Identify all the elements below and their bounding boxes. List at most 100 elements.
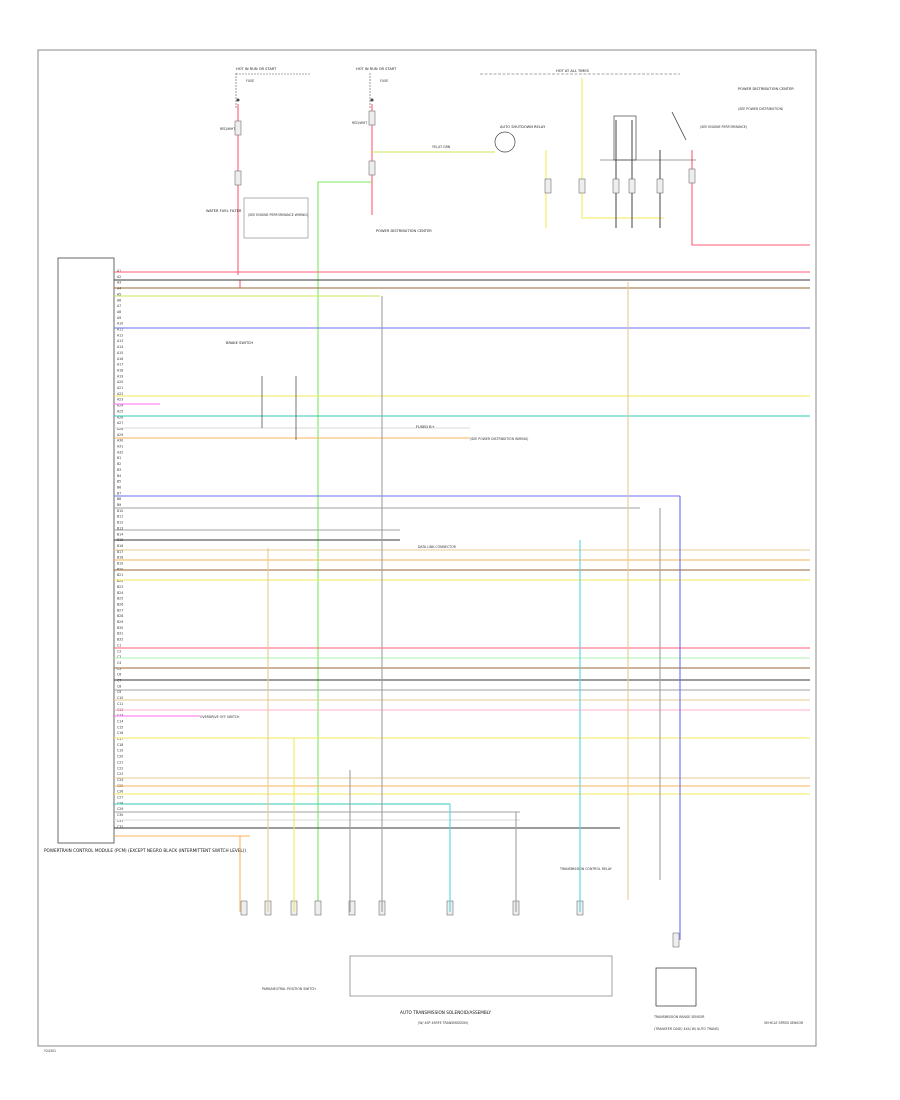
pcm-pin-label: B9 — [117, 503, 121, 507]
pcm-pin-label: B13 — [117, 526, 123, 530]
pcm-pin-label: A24 — [117, 404, 123, 408]
pcm-pin-label: B25 — [117, 597, 123, 601]
connector-pin — [628, 178, 636, 194]
pcm-pin-label: B30 — [117, 626, 123, 630]
pcm-pin-label: A27 — [117, 421, 123, 425]
pcm-pin-label: A17 — [117, 363, 123, 367]
pcm-pin-label: A9 — [117, 316, 121, 320]
fuse-left-label: HOT IN RUN OR START — [236, 67, 277, 71]
pcm-pin-label: B3 — [117, 468, 121, 472]
pcm-pin-label: C11 — [117, 702, 123, 706]
pcm-pin-label: B2 — [117, 462, 121, 466]
pcm-pin-label: C31 — [117, 819, 123, 823]
pcm-pin-label: B7 — [117, 491, 121, 495]
pcm-pin-label: A3 — [117, 281, 121, 285]
pcm-pin-label: B18 — [117, 556, 123, 560]
pcm-pin-label: C27 — [117, 796, 123, 800]
connector-pins — [234, 110, 696, 948]
pcm-pin-label: B16 — [117, 544, 123, 548]
trans-relay-label: TRANSMISSION CONTROL RELAY — [559, 867, 612, 871]
pcm-pin-label: A10 — [117, 322, 123, 326]
pcm-pin-label: B26 — [117, 602, 123, 606]
wire-label-ygrn: YEL/LT GRN — [432, 145, 451, 149]
pcm-pin-label: B12 — [117, 521, 123, 525]
pcm-pin-label: B20 — [117, 567, 123, 571]
pcm-pin-label: A2 — [117, 275, 121, 279]
pcm-pin-label: C28 — [117, 801, 123, 805]
pcm-pin-label: B1 — [117, 456, 121, 460]
fuse-right-label-b: (SEE POWER DISTRIBUTION) — [738, 107, 783, 111]
connector-pin — [234, 120, 242, 136]
pcm-pin-labels: A1A2A3A4A5A6A7A8A9A10A11A12A13A14A15A16A… — [117, 269, 123, 829]
pcm-pin-label: A7 — [117, 304, 121, 308]
vertical-feed-wires — [237, 78, 810, 912]
pcm-pin-label: B23 — [117, 585, 123, 589]
fuse-mid-sub: FUSE — [380, 79, 388, 83]
trans-range-sub: (TRANSFER CASE/ 4X4/ W/ AUTO TRANS) — [654, 1027, 719, 1031]
pcm-pin-label: A29 — [117, 433, 123, 437]
pcm-pin-label: C5 — [117, 667, 121, 671]
pcm-pin-label: C22 — [117, 766, 123, 770]
pcm-pin-label: A28 — [117, 427, 123, 431]
overdrive-label: OVERDRIVE OFF SWITCH — [200, 715, 240, 719]
pcm-pin-label: B29 — [117, 620, 123, 624]
pcm-pin-label: B5 — [117, 480, 121, 484]
pcm-pin-label: B19 — [117, 562, 123, 566]
fuse-left: HOT IN RUN OR START FUSE — [235, 67, 310, 108]
pcm-pin-label: C4 — [117, 661, 121, 665]
pcm-pin-label: A22 — [117, 392, 123, 396]
pcm-pin-label: C23 — [117, 772, 123, 776]
pcm-pin-label: A1 — [117, 269, 121, 273]
pcm-pin-label: C21 — [117, 760, 123, 764]
pcm-pin-label: C16 — [117, 731, 123, 735]
pcm-pin-label: C19 — [117, 749, 123, 753]
diagram-frame — [37, 49, 817, 1047]
pcm-pin-label: B10 — [117, 509, 123, 513]
auto-shutdown-relay: AUTO SHUTDOWN RELAY (SEE ENGINE PERFORMA… — [494, 111, 747, 161]
wire-label-mid: RED/WHT — [352, 121, 367, 125]
pcm-pin-label: C2 — [117, 649, 121, 653]
pcm-pin-label: C29 — [117, 807, 123, 811]
pcm-pin-label: B21 — [117, 573, 123, 577]
pcm-pin-label: B32 — [117, 638, 123, 642]
relay-sub: (SEE ENGINE PERFORMANCE) — [700, 125, 747, 129]
connector-pin — [368, 160, 376, 176]
pcm-pin-label: C8 — [117, 684, 121, 688]
pcm-pin-label: A8 — [117, 310, 121, 314]
pcm-pin-label: B14 — [117, 532, 123, 536]
sensor-main-sub: (W/ 4SP 45RFE TRANSMISSION) — [418, 1021, 468, 1025]
connector-pin — [578, 178, 586, 194]
connector-pin — [240, 900, 248, 916]
pcm-pin-label: C10 — [117, 696, 123, 700]
pcm-pin-label: B17 — [117, 550, 123, 554]
hot-at-all-times: HOT AT ALL TIMES — [480, 69, 680, 75]
connector-pin — [688, 168, 696, 184]
connector-pin — [544, 178, 552, 194]
junction-label: DATA LINK CONNECTOR — [418, 545, 457, 549]
pcm-pin-label: C6 — [117, 673, 121, 677]
pcm-pin-label: A6 — [117, 298, 121, 302]
pcm-pin-label: A13 — [117, 339, 123, 343]
pcm-pin-label: A12 — [117, 333, 123, 337]
pcm-pin-label: A30 — [117, 439, 123, 443]
connector-pin — [672, 932, 680, 948]
pcm-pin-label: B22 — [117, 579, 123, 583]
pcm-pin-label: C26 — [117, 790, 123, 794]
trans-range-label: TRANSMISSION RANGE SENSOR — [653, 1015, 705, 1019]
fuse-mid: HOT IN RUN OR START FUSE — [356, 67, 397, 108]
pcm-pin-label: A19 — [117, 374, 123, 378]
pcm-pin-label: B28 — [117, 614, 123, 618]
pcm-pin-label: B24 — [117, 591, 123, 595]
wire-label-left: RED/WHT — [220, 127, 235, 131]
wiring-left-sub: (SEE ENGINE PERFORMANCE WIRING) — [248, 213, 308, 217]
connector-pin — [348, 900, 356, 916]
brake-switch-cluster: BRAKE SWITCH FUSED B+ (SEE POWER DISTRIB… — [226, 341, 528, 441]
pcm-pin-label: A20 — [117, 380, 123, 384]
brake-switch-label: BRAKE SWITCH — [226, 341, 253, 345]
pcm-pin-label: B6 — [117, 485, 121, 489]
pcm-pin-label: A31 — [117, 445, 123, 449]
pcm-pin-label: C9 — [117, 690, 121, 694]
pcm-pin-label: A23 — [117, 398, 123, 402]
connector-pin — [656, 178, 664, 194]
pcm-pin-label: C18 — [117, 743, 123, 747]
